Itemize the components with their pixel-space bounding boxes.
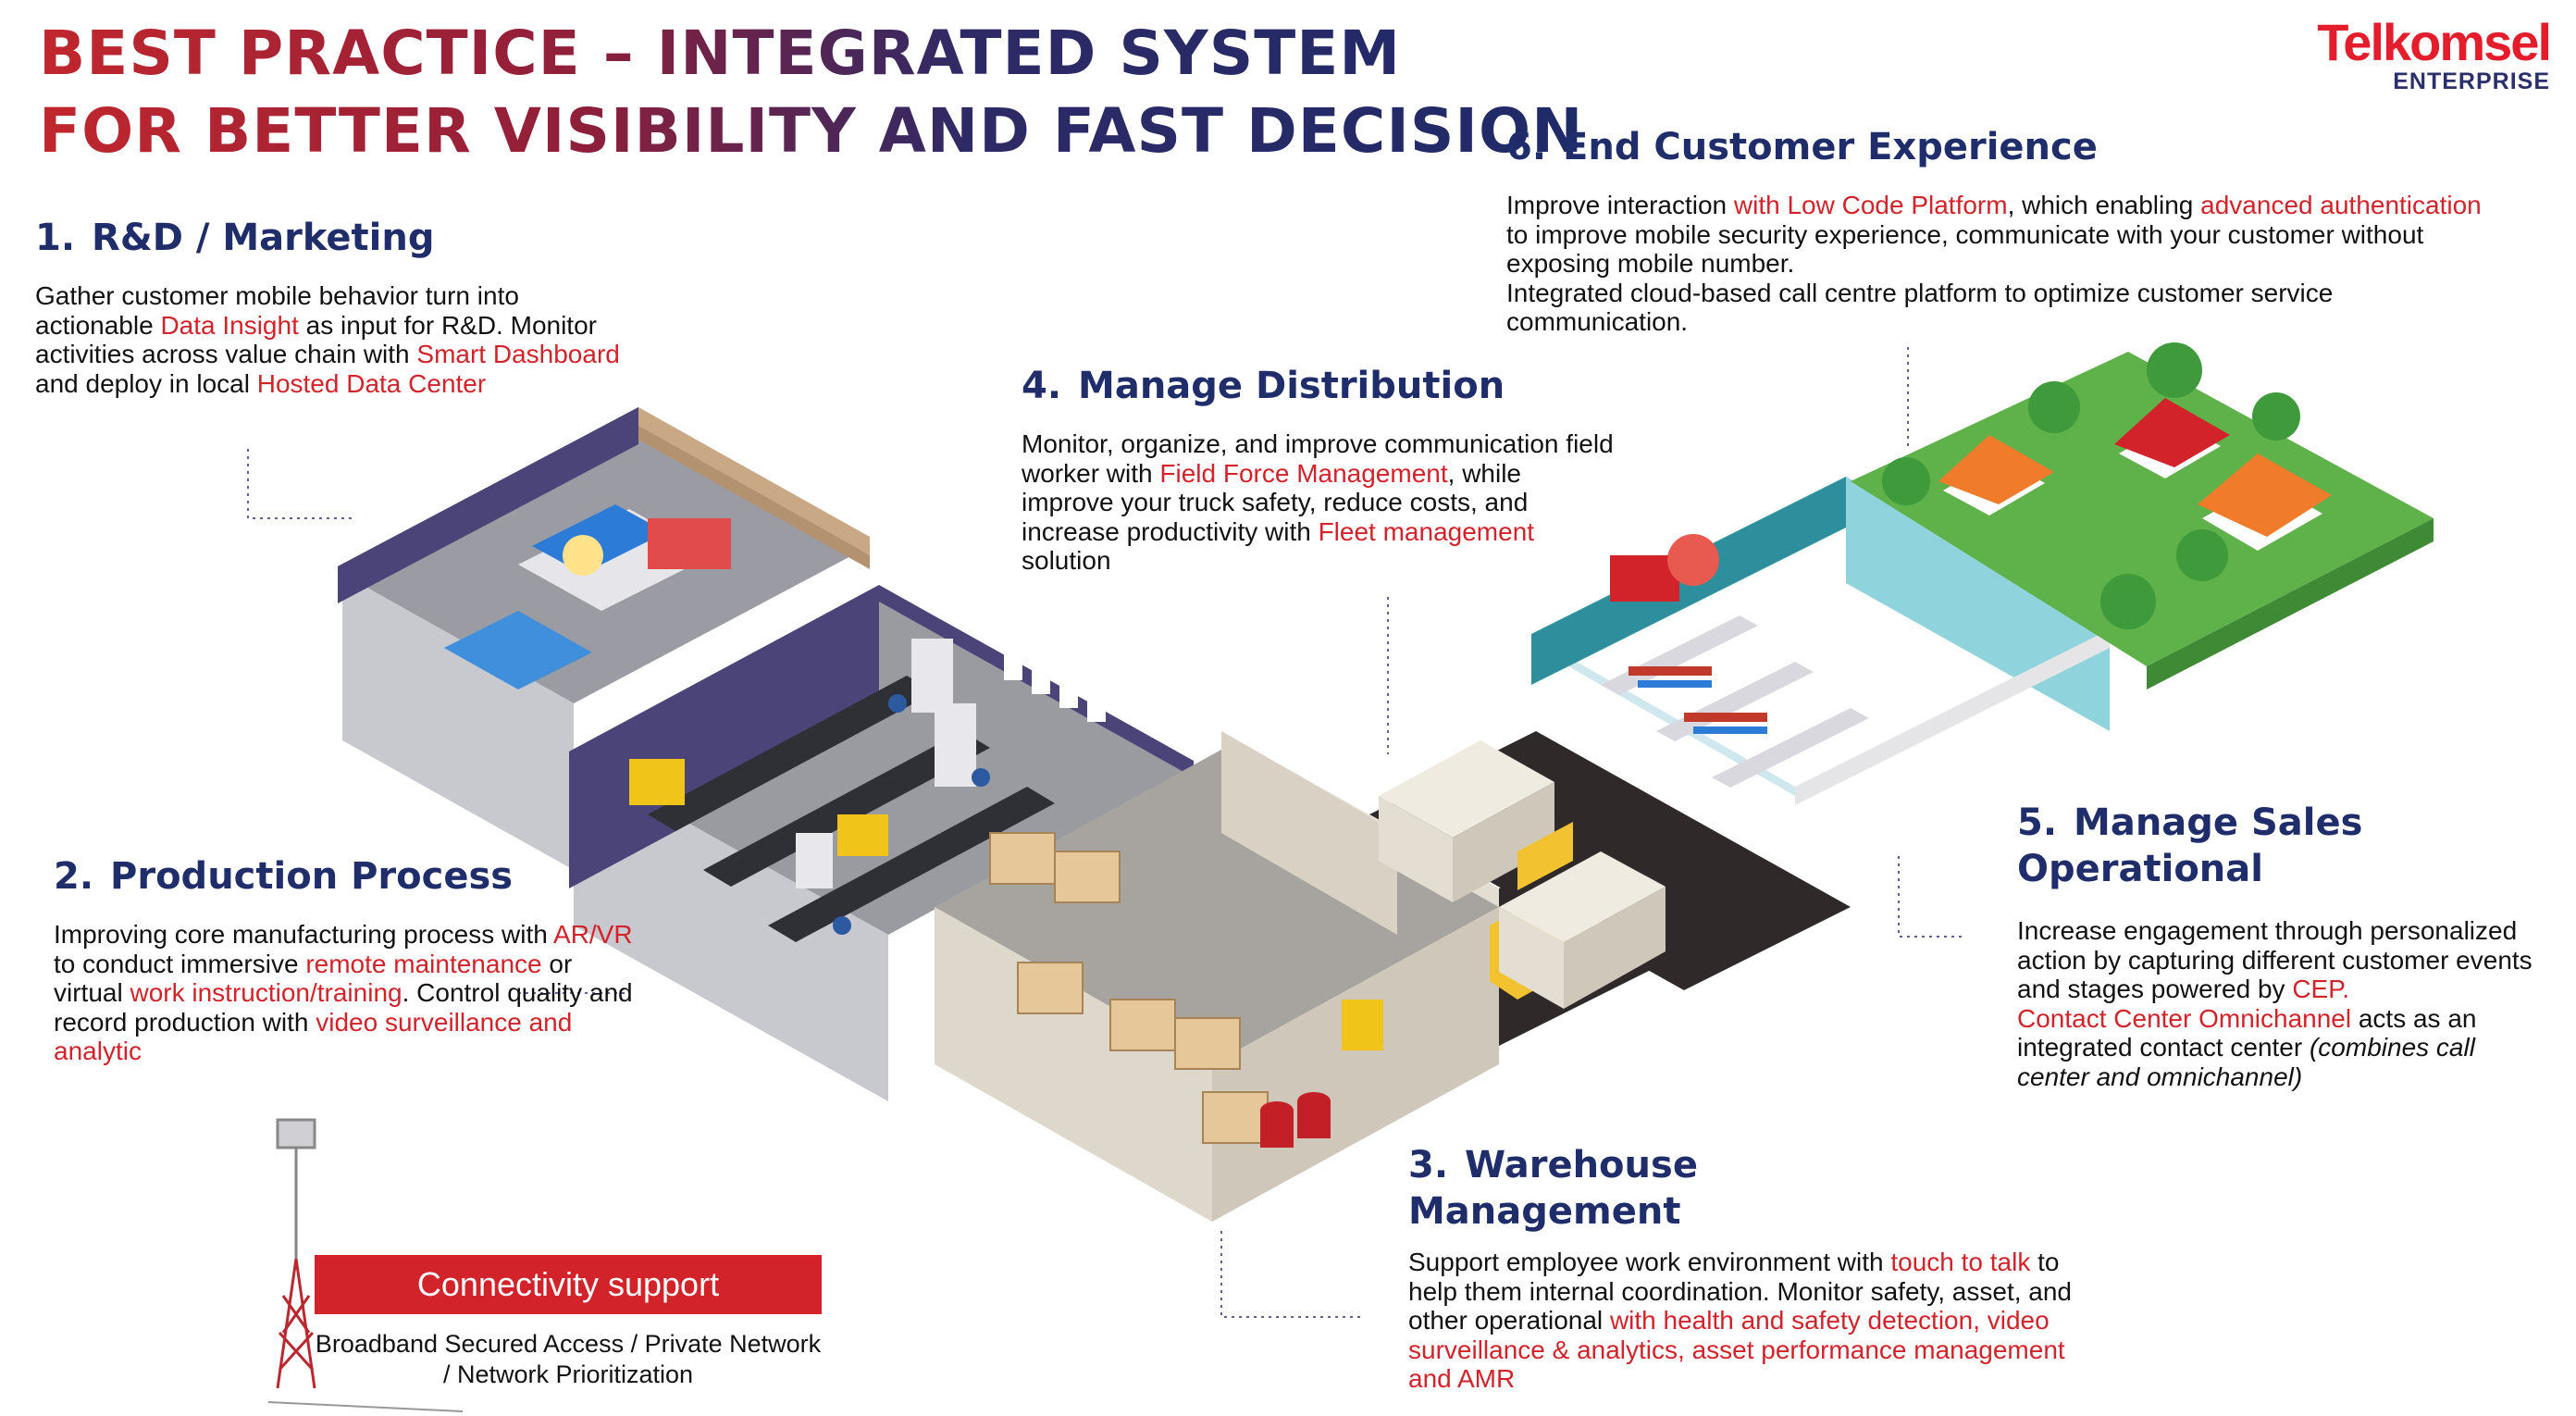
warehouse-description: Support employee work environment with t…	[1408, 1248, 2074, 1394]
connectivity-support-banner: Connectivity support	[315, 1255, 822, 1314]
section-manage-distribution: 4. Manage Distribution Monitor, organize,…	[1022, 363, 1614, 576]
sales-text-1: Increase engagement through personalized…	[2017, 916, 2533, 1003]
production-number: 2.	[54, 855, 94, 898]
warehouse-title-line-1: Warehouse	[1465, 1144, 1698, 1186]
production-description: Improving core manufacturing process wit…	[54, 920, 646, 1066]
rd-title: R&D / Marketing	[92, 217, 435, 259]
section-manage-sales-operational: 5. Manage Sales Operational Increase enga…	[2017, 800, 2535, 1091]
rd-number: 1.	[35, 217, 76, 259]
sales-title-line-1: Manage Sales	[2074, 801, 2363, 844]
distribution-title: Manage Distribution	[1078, 365, 1505, 407]
residential-area	[1851, 342, 2434, 689]
section-end-customer-experience: 6. End Customer Experience Improve intera…	[1506, 124, 2496, 337]
customer-text-2: , which enabling	[2007, 191, 2201, 219]
rd-text-2: as input for R&D. Monitor activities acr…	[35, 310, 597, 369]
customer-number: 6.	[1506, 126, 1547, 168]
customer-highlight-low-code: with Low Code Platform	[1733, 191, 2008, 219]
distribution-text-2: , while improve your truck safety, reduc…	[1022, 458, 1529, 546]
distribution-road	[1369, 731, 1851, 1046]
warehouse-heading: 3. Warehouse Management	[1408, 1142, 2074, 1235]
rd-description: Gather customer mobile behavior turn int…	[35, 281, 637, 398]
production-text-1: Improving core manufacturing process wit…	[54, 920, 554, 949]
telkomsel-logo: Telkomsel ENTERPRISE	[2254, 13, 2552, 95]
connectivity-sub-line-1: Broadband Secured Access / Private Netwo…	[315, 1330, 822, 1358]
connectivity-subtext: Broadband Secured Access / Private Netwo…	[305, 1329, 831, 1390]
telecom-tower	[267, 1118, 464, 1412]
warehouse-highlight-touch-to-talk: touch to talk	[1890, 1248, 2031, 1276]
logo-sub: ENTERPRISE	[2393, 68, 2550, 94]
customer-text-1: Improve interaction	[1506, 191, 1734, 219]
warehouse-number: 3.	[1408, 1144, 1449, 1186]
sales-heading: 5. Manage Sales Operational	[2017, 800, 2535, 892]
rd-highlight-data-insight: Data Insight	[160, 310, 299, 340]
leader-lines	[247, 347, 1966, 1318]
production-highlight-remote-maintenance: remote maintenance	[305, 949, 542, 978]
production-highlight-work-instruction: work instruction/training	[130, 978, 402, 1007]
supermarket	[1531, 477, 2110, 805]
connectivity-sub-line-2: / Network Prioritization	[442, 1360, 694, 1388]
distribution-text-1: Monitor, organize, and improve communica…	[1022, 429, 1614, 488]
customer-heading: 6. End Customer Experience	[1506, 124, 2496, 170]
customer-highlight-advanced-auth: advanced authentication	[2200, 191, 2482, 219]
production-highlight-video-surveillance: video surveillance and analytic	[54, 1007, 573, 1066]
rd-heading: 1. R&D / Marketing	[35, 215, 637, 261]
rd-room	[338, 407, 870, 870]
sales-highlight-contact-center: Contact Center Omnichannel	[2017, 1003, 2352, 1033]
customer-description: Improve interaction with Low Code Platfo…	[1506, 191, 2496, 337]
production-text-4: . Control quality and record production …	[54, 978, 633, 1037]
rd-text-1: Gather customer mobile behavior turn int…	[35, 281, 519, 340]
sales-italic-note: (combines call center and omnichannel)	[2017, 1033, 2475, 1091]
warehouse-text-2: to help them internal coordination. Moni…	[1408, 1248, 2072, 1335]
title-line-1: BEST PRACTICE – INTEGRATED SYSTEM	[39, 15, 1583, 93]
sales-text-2: acts as an integrated contact center	[2017, 1003, 2477, 1062]
customer-title: End Customer Experience	[1563, 126, 2098, 168]
distribution-text-3: solution	[1022, 546, 1111, 575]
distribution-heading: 4. Manage Distribution	[1022, 363, 1614, 409]
sales-description: Increase engagement through personalized…	[2017, 916, 2535, 1091]
rd-highlight-smart-dashboard: Smart Dashboard	[416, 340, 620, 368]
customer-text-4: Integrated cloud-based call centre platf…	[1506, 278, 2334, 337]
sales-highlight-cep: CEP.	[2292, 975, 2350, 1003]
customer-text-3: to improve mobile security experience, c…	[1506, 219, 2424, 279]
rd-highlight-hosted-data-center: Hosted Data Center	[256, 368, 487, 398]
production-title: Production Process	[110, 855, 514, 898]
warehouse-title-line-2: Management	[1408, 1190, 1681, 1233]
section-rd-marketing: 1. R&D / Marketing Gather customer mobile…	[35, 215, 637, 398]
distribution-highlight-field-force: Field Force Management	[1159, 458, 1448, 488]
section-warehouse-management: 3. Warehouse Management Support employee …	[1408, 1142, 2074, 1394]
warehouse-highlight-health-safety: with health and safety detection, video …	[1408, 1306, 2065, 1393]
warehouse-text-1: Support employee work environment with	[1408, 1248, 1891, 1276]
distribution-highlight-fleet-management: Fleet management	[1318, 516, 1535, 546]
production-text-3: or virtual	[54, 949, 573, 1008]
production-text-2: to conduct immersive	[54, 949, 306, 978]
sales-number: 5.	[2017, 801, 2058, 844]
rd-text-3: and deploy in local	[35, 368, 257, 398]
production-heading: 2. Production Process	[54, 853, 646, 900]
distribution-number: 4.	[1022, 365, 1062, 407]
connectivity-label: Connectivity support	[416, 1265, 720, 1303]
title-line-2: FOR BETTER VISIBILITY AND FAST DECISION	[39, 93, 1583, 170]
production-highlight-arvr: AR/VR	[553, 920, 633, 949]
section-production-process: 2. Production Process Improving core manu…	[54, 853, 646, 1066]
warehouse	[935, 731, 1499, 1222]
logo-brand: Telkomsel	[2317, 13, 2552, 71]
distribution-description: Monitor, organize, and improve communica…	[1022, 429, 1614, 576]
page-title: BEST PRACTICE – INTEGRATED SYSTEM FOR BE…	[39, 15, 1583, 170]
sales-title-line-2: Operational	[2017, 848, 2263, 890]
